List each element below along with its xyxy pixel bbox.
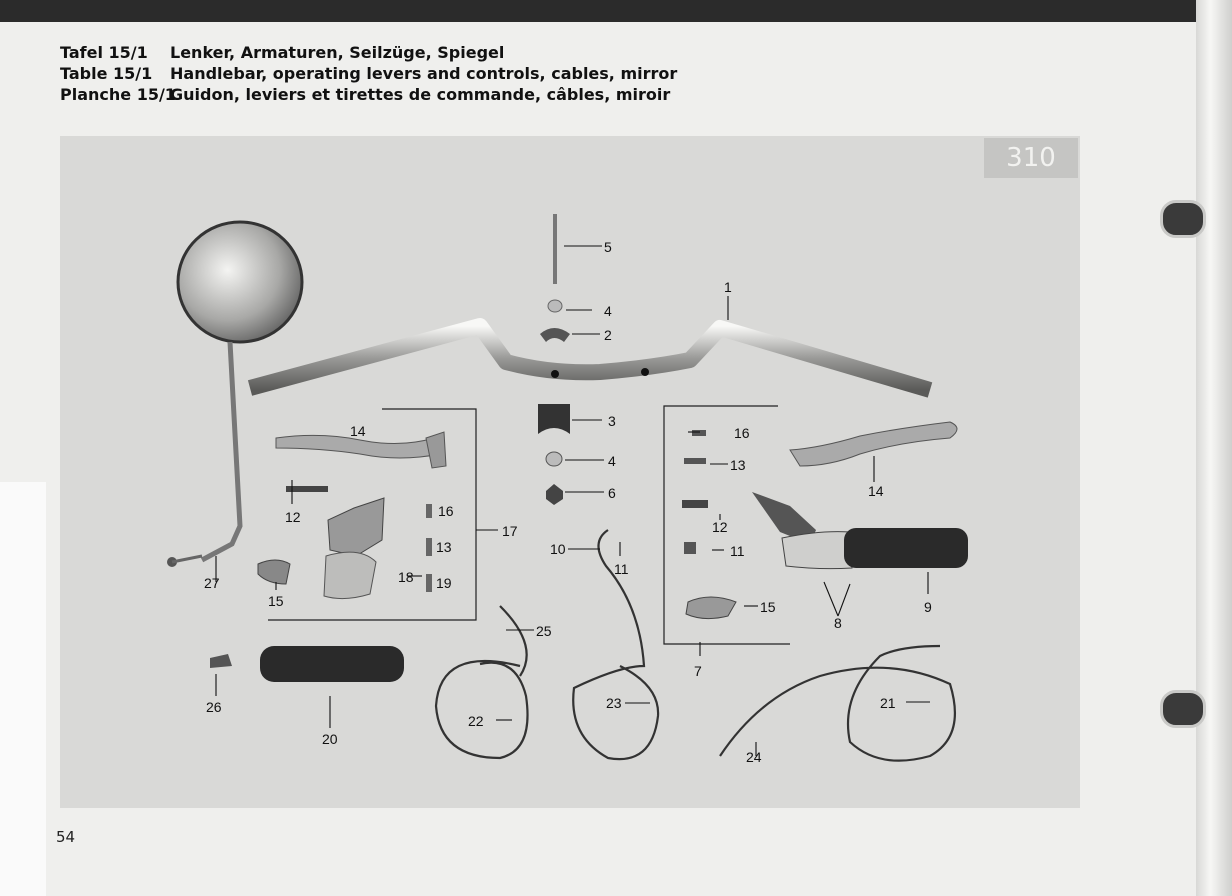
plate-number-badge: 310 [984, 138, 1078, 178]
callout-13: 13 [436, 539, 452, 555]
callout-25: 25 [536, 623, 552, 639]
callout-22: 22 [468, 713, 484, 729]
callout-12: 12 [285, 509, 301, 525]
caption-row-de: Tafel 15/1 Lenker, Armaturen, Seilzüge, … [60, 42, 677, 63]
page-number: 54 [56, 828, 76, 846]
callout-8: 8 [834, 615, 842, 631]
page-edge [0, 482, 46, 896]
handlebar [247, 318, 933, 398]
callout-16: 16 [438, 503, 454, 519]
binder-ring [1160, 200, 1206, 238]
callout-18: 18 [398, 569, 414, 585]
mirror [167, 220, 304, 567]
parts-photo: 3 10 [60, 136, 1080, 808]
exploded-view: 1 2 3 4 4 5 6 7 8 9 10 11 11 12 12 13 13… [167, 214, 968, 765]
callout-12b: 12 [712, 519, 728, 535]
callout-5: 5 [604, 239, 612, 255]
callout-26: 26 [206, 699, 222, 715]
callout-24: 24 [746, 749, 762, 765]
callout-17: 17 [502, 523, 518, 539]
callout-leaders [215, 245, 930, 756]
callout-15: 15 [268, 593, 284, 609]
callout-4: 4 [604, 303, 612, 319]
callout-11: 11 [614, 561, 629, 577]
callout-15b: 15 [760, 599, 776, 615]
callout-2: 2 [604, 327, 612, 343]
callout-10: 10 [550, 541, 566, 557]
plate-label: Planche 15/1 [60, 85, 176, 104]
callout-14b: 14 [868, 483, 884, 499]
plate-label: Tafel 15/1 [60, 43, 148, 62]
callout-1: 1 [724, 279, 732, 295]
clip [210, 654, 232, 668]
plate-title: Lenker, Armaturen, Seilzüge, Spiegel [170, 43, 505, 62]
binder-ring [1160, 690, 1206, 728]
cables [434, 529, 957, 762]
binder-spine [1160, 0, 1232, 896]
callout-6: 6 [608, 485, 616, 501]
caption-row-en: Table 15/1 Handlebar, operating levers a… [60, 63, 677, 84]
callout-labels: 1 2 3 4 4 5 6 7 8 9 10 11 11 12 12 13 13… [204, 239, 932, 765]
callout-20: 20 [322, 731, 338, 747]
right-lever-group [663, 405, 958, 645]
plate-caption: Tafel 15/1 Lenker, Armaturen, Seilzüge, … [60, 42, 677, 105]
clamp-parts [538, 214, 570, 505]
callout-19: 19 [436, 575, 452, 591]
handlebar-grip [260, 646, 404, 682]
callout-13b: 13 [730, 457, 746, 473]
plate-title: Guidon, leviers et tirettes de commande,… [170, 85, 671, 104]
callout-23: 23 [606, 695, 622, 711]
callout-7: 7 [694, 663, 702, 679]
callout-11b: 11 [730, 543, 745, 559]
callout-16b: 16 [734, 425, 750, 441]
plate-title: Handlebar, operating levers and controls… [170, 64, 678, 83]
callout-4b: 4 [608, 453, 616, 469]
callout-27: 27 [204, 575, 220, 591]
callout-3: 3 [608, 413, 616, 429]
callout-21: 21 [880, 695, 896, 711]
callout-9: 9 [924, 599, 932, 615]
caption-row-fr: Planche 15/1 Guidon, leviers et tirettes… [60, 84, 677, 105]
left-lever-group [257, 408, 477, 621]
throttle-grip [752, 492, 968, 570]
callout-14: 14 [350, 423, 366, 439]
plate-label: Table 15/1 [60, 64, 153, 83]
